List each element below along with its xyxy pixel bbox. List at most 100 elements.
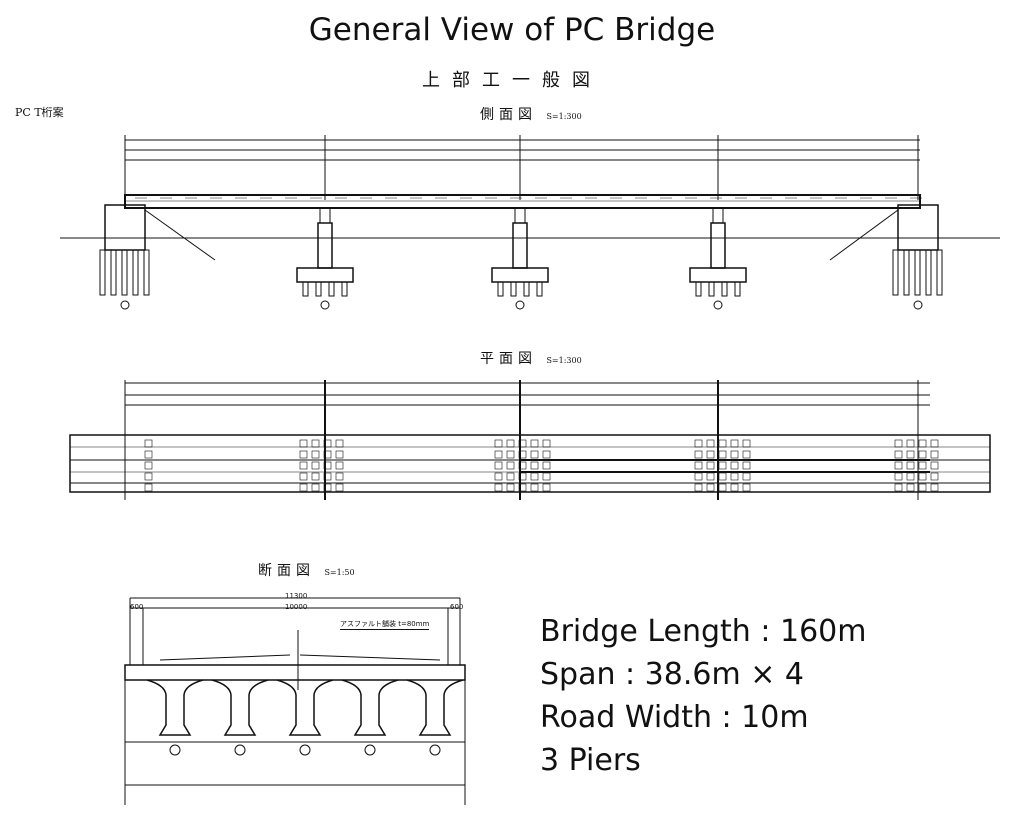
diaphragm xyxy=(918,450,927,459)
plan-drawing xyxy=(69,380,991,500)
diaphragm xyxy=(335,439,344,448)
diaphragm xyxy=(894,472,903,481)
diaphragm xyxy=(930,439,939,448)
diaphragm xyxy=(894,450,903,459)
diaphragm xyxy=(299,461,308,470)
pier-cap xyxy=(712,207,724,224)
diaphragm xyxy=(742,439,751,448)
diaphragm xyxy=(542,439,551,448)
deck-girder xyxy=(124,194,921,209)
abutment xyxy=(104,204,146,251)
diaphragm xyxy=(144,472,153,481)
section-drawing xyxy=(124,597,466,805)
pavement-note: アスファルト舗装 t=80mm xyxy=(340,620,430,630)
pile xyxy=(110,249,117,296)
diaphragm xyxy=(730,461,739,470)
girder-marker xyxy=(299,744,311,756)
diaphragm xyxy=(706,439,715,448)
support-marker xyxy=(713,300,723,310)
pier-cap xyxy=(319,207,331,224)
pile xyxy=(936,249,943,296)
diaphragm xyxy=(323,472,332,481)
diaphragm xyxy=(730,439,739,448)
deck-slab xyxy=(124,664,466,681)
plan-view-name: 平面図 xyxy=(480,351,537,367)
pier-cap xyxy=(514,207,526,224)
pile xyxy=(99,249,106,296)
pile xyxy=(302,281,309,297)
elevation-view-scale: S=1:300 xyxy=(546,112,582,121)
pier-footing xyxy=(491,267,549,283)
pile xyxy=(734,281,741,297)
diaphragm xyxy=(299,472,308,481)
diaphragm xyxy=(718,439,727,448)
abutment xyxy=(897,204,939,251)
pier-column xyxy=(512,222,528,269)
diaphragm xyxy=(718,461,727,470)
pile xyxy=(903,249,910,296)
diaphragm xyxy=(335,472,344,481)
diaphragm xyxy=(518,461,527,470)
pier-footing xyxy=(689,267,747,283)
diaphragm xyxy=(930,472,939,481)
diaphragm xyxy=(706,483,715,492)
support-marker xyxy=(913,300,923,310)
diaphragm xyxy=(506,461,515,470)
diaphragm xyxy=(918,439,927,448)
support-marker xyxy=(120,300,130,310)
diaphragm xyxy=(894,439,903,448)
diaphragm xyxy=(530,439,539,448)
fact-piers: 3 Piers xyxy=(540,743,641,778)
pile xyxy=(523,281,530,297)
pile xyxy=(315,281,322,297)
diaphragm xyxy=(506,472,515,481)
diaphragm xyxy=(706,450,715,459)
girder xyxy=(146,679,204,736)
diaphragm xyxy=(718,450,727,459)
elevation-drawing xyxy=(60,135,1000,310)
diaphragm xyxy=(518,439,527,448)
diaphragm xyxy=(894,483,903,492)
diaphragm xyxy=(542,472,551,481)
pile xyxy=(121,249,128,296)
diaphragm xyxy=(742,483,751,492)
diaphragm xyxy=(718,472,727,481)
pile xyxy=(132,249,139,296)
girder-marker xyxy=(169,744,181,756)
diaphragm xyxy=(930,483,939,492)
pile xyxy=(341,281,348,297)
pile xyxy=(328,281,335,297)
diaphragm xyxy=(918,483,927,492)
diaphragm xyxy=(494,439,503,448)
deck-outline xyxy=(69,434,991,493)
diaphragm xyxy=(530,461,539,470)
diaphragm xyxy=(506,439,515,448)
diaphragm xyxy=(694,439,703,448)
pile xyxy=(914,249,921,296)
plan-view-scale: S=1:300 xyxy=(546,356,582,365)
diaphragm xyxy=(299,439,308,448)
diaphragm xyxy=(518,472,527,481)
pier-footing xyxy=(296,267,354,283)
girder-marker xyxy=(364,744,376,756)
diaphragm xyxy=(311,439,320,448)
diaphragm xyxy=(506,483,515,492)
diaphragm xyxy=(906,461,915,470)
diaphragm xyxy=(494,450,503,459)
elevation-view-name: 側面図 xyxy=(480,107,537,123)
pile xyxy=(536,281,543,297)
diaphragm xyxy=(906,483,915,492)
girder xyxy=(211,679,269,736)
diaphragm xyxy=(906,439,915,448)
diaphragm xyxy=(144,439,153,448)
diaphragm xyxy=(323,483,332,492)
diaphragm xyxy=(742,472,751,481)
diaphragm xyxy=(542,461,551,470)
diaphragm xyxy=(706,461,715,470)
variant-label: PC T桁案 xyxy=(15,106,64,119)
diaphragm xyxy=(518,483,527,492)
diaphragm xyxy=(311,450,320,459)
diaphragm xyxy=(694,472,703,481)
pier-column xyxy=(710,222,726,269)
girder-marker xyxy=(234,744,246,756)
